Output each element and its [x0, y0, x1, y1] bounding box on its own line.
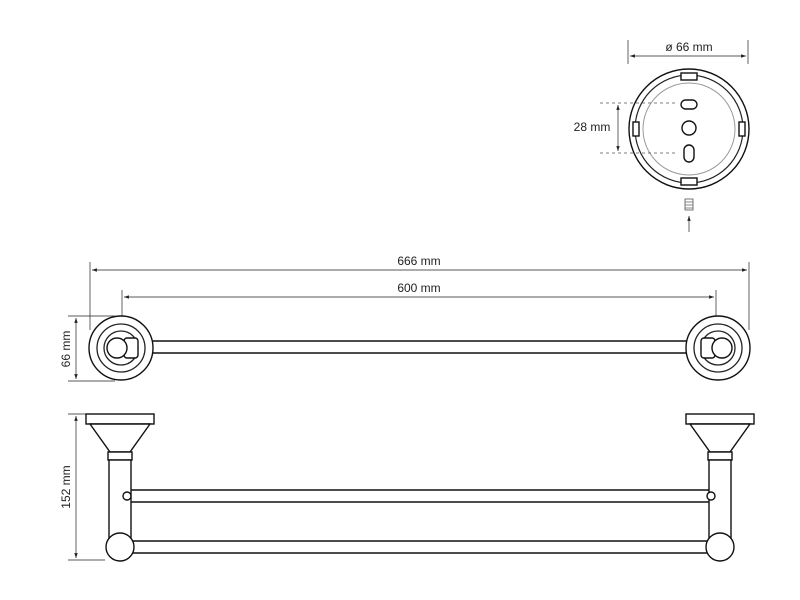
set-screw-icon — [684, 198, 694, 211]
upper-towel-bar — [123, 489, 715, 503]
slot-hole-top — [680, 99, 698, 110]
slot-hole-bottom — [683, 144, 695, 163]
rosette-detail-view: ø 66 mm 28 mm — [574, 40, 750, 232]
notch-top — [680, 72, 698, 81]
towel-bar — [125, 340, 705, 354]
right-bracket — [685, 413, 755, 562]
bar-length-label: 600 mm — [397, 281, 440, 295]
notch-bottom — [680, 177, 698, 186]
notch-left — [632, 121, 640, 137]
lower-towel-bar — [125, 540, 713, 554]
rosette-height-label: 66 mm — [59, 331, 73, 368]
diameter-label: ø 66 mm — [665, 40, 712, 54]
mounting-plate-circle — [642, 82, 736, 176]
projection-label: 152 mm — [59, 465, 73, 508]
notch-right — [738, 121, 746, 137]
top-view: 666 mm 600 mm 66 mm — [59, 254, 751, 382]
left-bracket — [85, 413, 155, 562]
right-rosette — [685, 315, 751, 381]
hole-spacing-label: 28 mm — [574, 120, 611, 134]
front-view: 152 mm — [59, 413, 755, 562]
center-hole — [681, 120, 697, 136]
overall-width-label: 666 mm — [397, 254, 440, 268]
left-rosette — [88, 315, 154, 381]
